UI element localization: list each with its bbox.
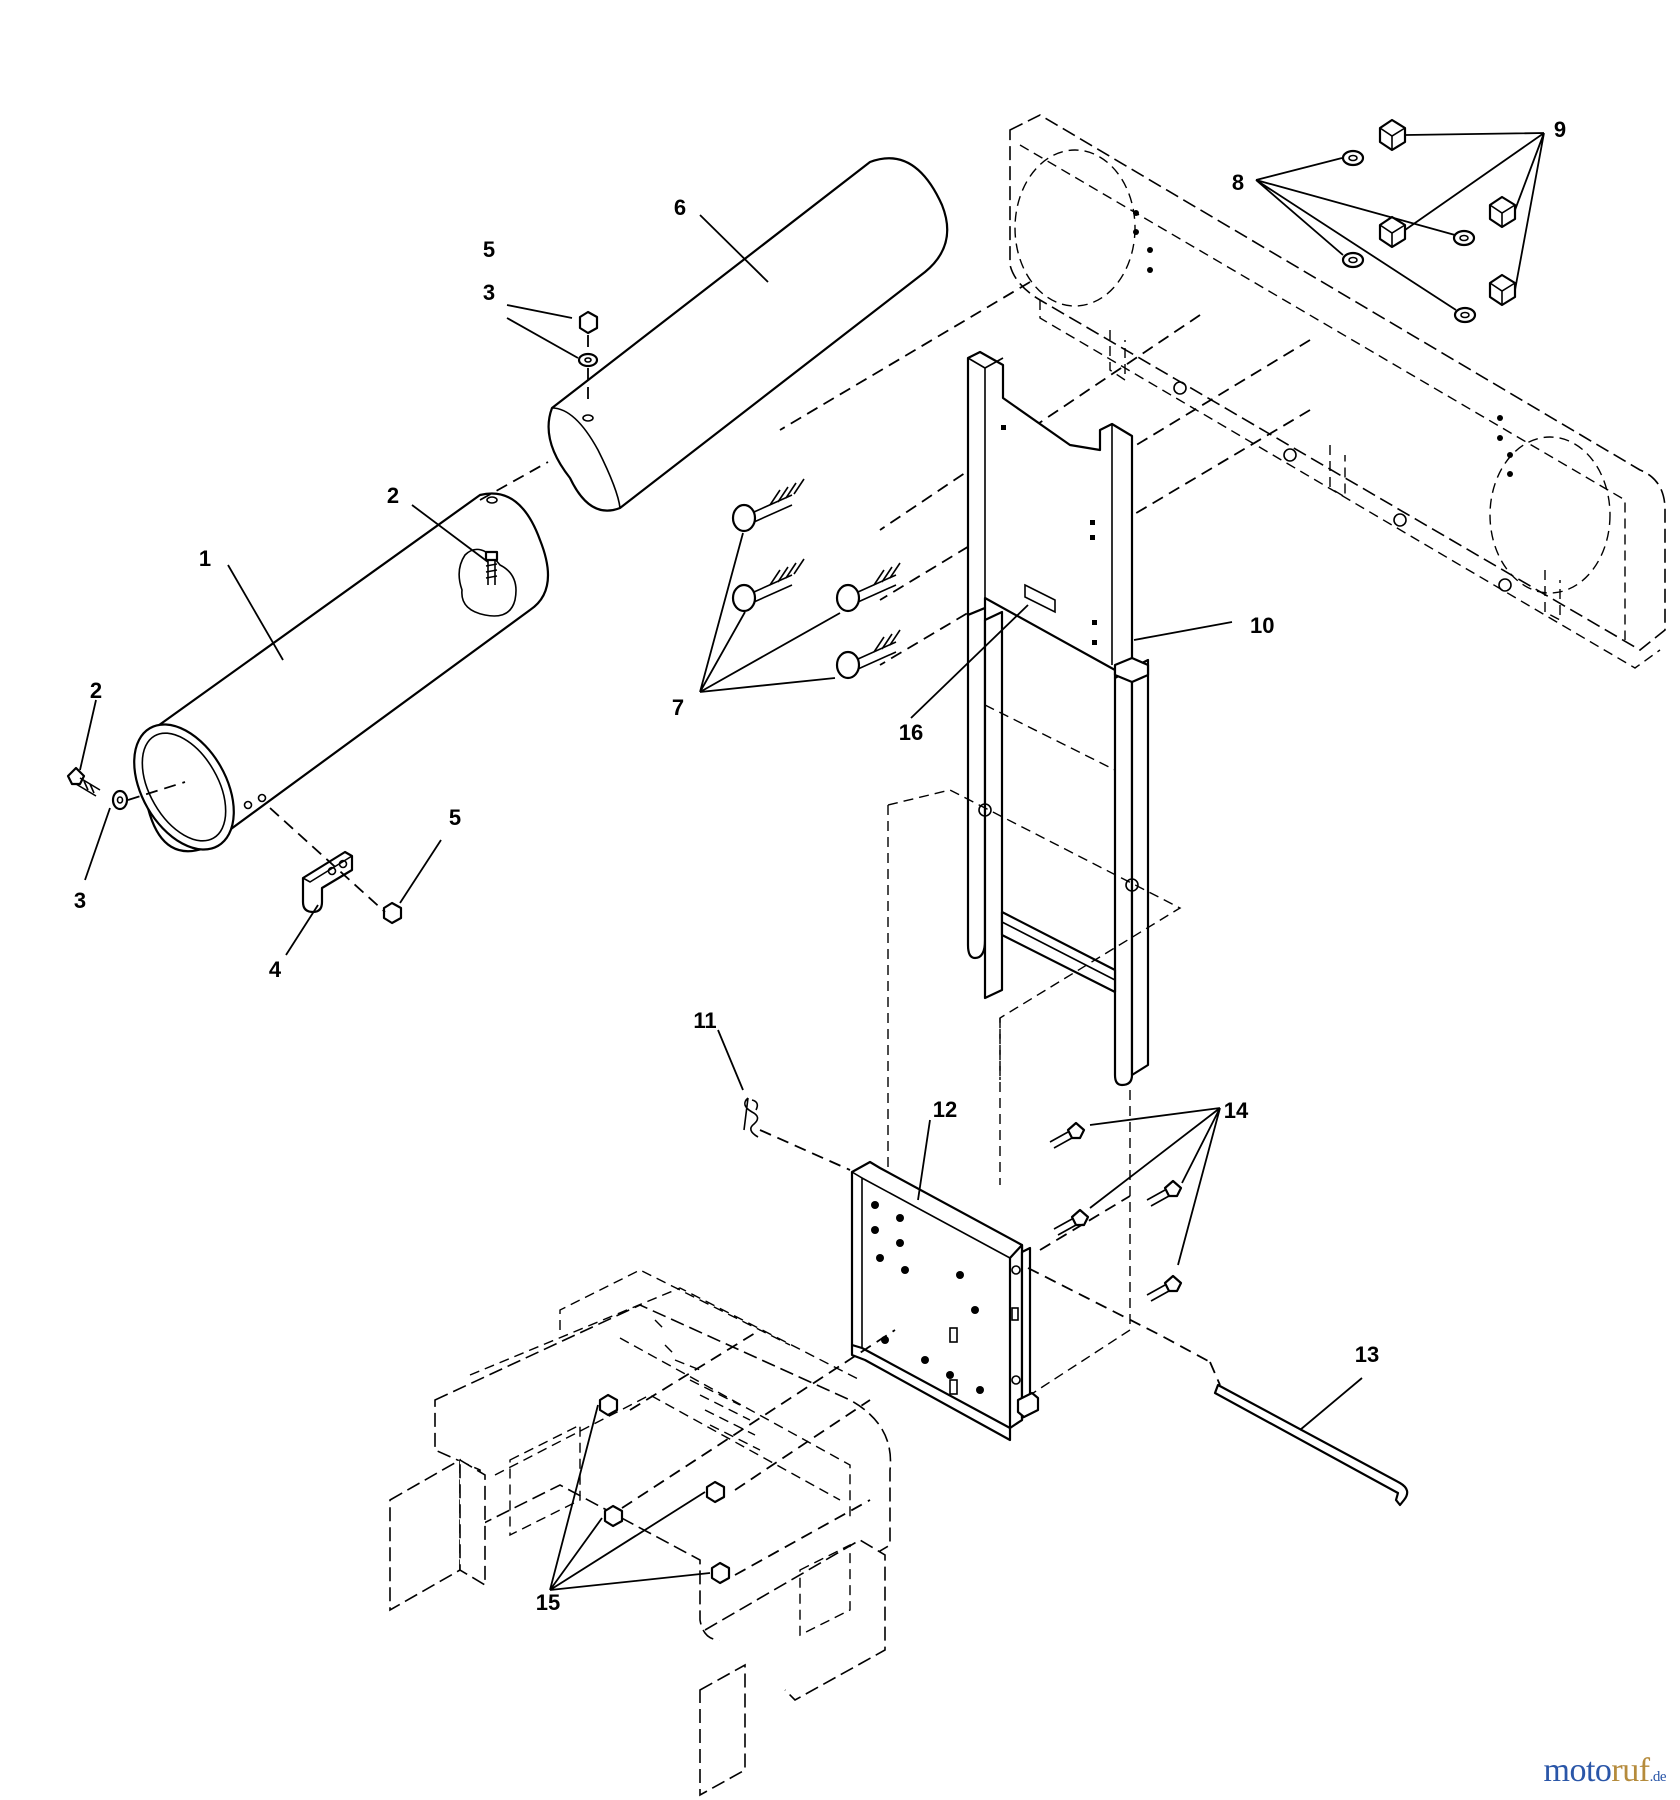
mount-plate-12 xyxy=(850,1160,1040,1442)
callout-9: 9 xyxy=(1554,117,1566,142)
watermark-part3: .de xyxy=(1649,1769,1667,1785)
callout-10: 10 xyxy=(1250,613,1274,638)
watermark-part1: moto xyxy=(1543,1752,1612,1789)
upright-bracket-10 xyxy=(966,350,1150,1087)
bolt-14d xyxy=(1146,1274,1183,1302)
bolt-2-internal xyxy=(484,550,499,585)
nut-15d xyxy=(710,1561,731,1585)
carriage-bolt-7b xyxy=(731,558,805,613)
callout-3-upper: 3 xyxy=(483,280,495,305)
carriage-bolt-7d xyxy=(835,629,901,680)
washer-3a xyxy=(577,352,599,368)
bolt-14a xyxy=(1049,1121,1086,1149)
callout-6: 6 xyxy=(674,195,686,220)
callout-13: 13 xyxy=(1355,1342,1379,1367)
callout-16: 16 xyxy=(899,720,923,745)
callout-labels: 1 2 2 3 3 4 5 5 6 7 8 9 10 11 12 13 14 1… xyxy=(74,117,1566,1615)
callout-12: 12 xyxy=(933,1097,957,1122)
leader-lines xyxy=(79,132,1545,1591)
callout-3-lower: 3 xyxy=(74,888,86,913)
clamp-4 xyxy=(301,850,354,914)
watermark-logo: motoruf.de xyxy=(1543,1752,1667,1790)
hair-pin-11 xyxy=(743,1097,759,1138)
nut-5a xyxy=(578,310,599,335)
callout-2-lower: 2 xyxy=(90,678,102,703)
hitch-base-phantom xyxy=(389,1269,892,1797)
callout-2-upper: 2 xyxy=(387,483,399,508)
callout-7: 7 xyxy=(672,695,684,720)
tube-upper-6 xyxy=(547,157,949,512)
nut-15b xyxy=(705,1480,726,1504)
tube-lower-1 xyxy=(133,492,550,853)
washer-3b xyxy=(111,789,129,811)
washer-8d xyxy=(1453,306,1477,324)
rod-13 xyxy=(1213,1383,1409,1507)
carriage-bolt-7a xyxy=(731,478,805,533)
nut-15c xyxy=(603,1504,624,1528)
callout-5-upper: 5 xyxy=(483,237,495,262)
nut-15a xyxy=(598,1393,619,1417)
decal-16 xyxy=(1024,583,1056,614)
callout-5-lower: 5 xyxy=(449,805,461,830)
callout-1: 1 xyxy=(199,546,211,571)
callout-11: 11 xyxy=(693,1008,716,1033)
washer-8b xyxy=(1341,251,1365,269)
watermark-part2: ruf xyxy=(1611,1752,1650,1789)
washer-8c xyxy=(1452,229,1476,247)
nut-5b xyxy=(382,901,403,925)
bolt-2-ext xyxy=(66,766,101,797)
nut-9c xyxy=(1488,195,1517,229)
nut-9b xyxy=(1378,215,1407,249)
rear-frame-phantom xyxy=(1009,114,1666,669)
carriage-bolt-7c xyxy=(835,562,901,613)
nut-9a xyxy=(1378,118,1407,152)
callout-4: 4 xyxy=(269,957,282,982)
bolt-14b xyxy=(1053,1208,1090,1236)
washer-8a xyxy=(1341,149,1365,167)
nut-9d xyxy=(1488,273,1517,307)
bolt-14c xyxy=(1146,1179,1183,1207)
callout-14: 14 xyxy=(1224,1098,1249,1123)
callout-15: 15 xyxy=(536,1590,560,1615)
callout-8: 8 xyxy=(1232,170,1244,195)
